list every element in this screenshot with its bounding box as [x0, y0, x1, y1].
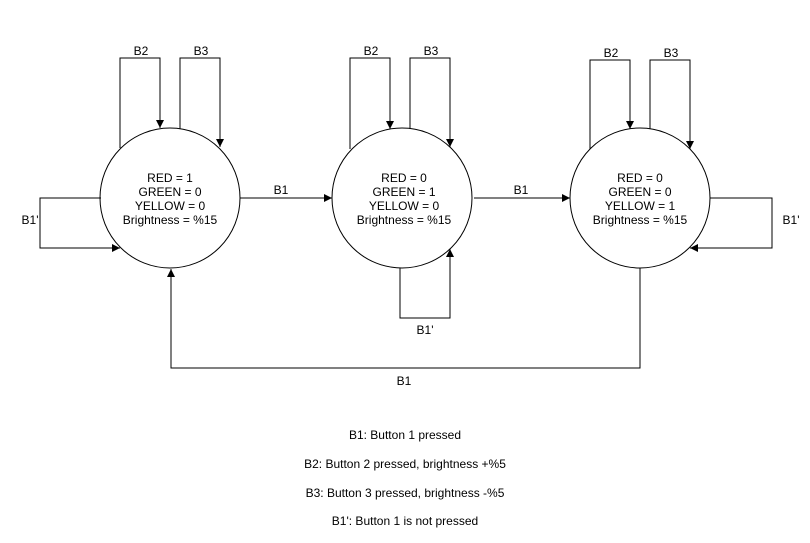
- s1-b1p-label: B1': [22, 213, 39, 227]
- legend-b2: B2: Button 2 pressed, brightness +%5: [304, 457, 506, 471]
- s1-b1p-loop: [39, 197, 120, 252]
- state-2-yellow: YELLOW = 0: [369, 199, 440, 213]
- s1-b2-loop: [119, 57, 164, 148]
- state-1-yellow: YELLOW = 0: [135, 199, 206, 213]
- state-1-green: GREEN = 0: [138, 185, 201, 199]
- state-3-green: GREEN = 0: [608, 185, 671, 199]
- state-2-red: RED = 0: [381, 171, 427, 185]
- state-1-brightness: Brightness = %15: [123, 213, 218, 227]
- state-2-green: GREEN = 1: [372, 185, 435, 199]
- legend-b3: B3: Button 3 pressed, brightness -%5: [305, 486, 505, 500]
- s3-b1p-loop: [690, 197, 773, 252]
- state-2-brightness: Brightness = %15: [357, 213, 452, 227]
- state-3-yellow: YELLOW = 1: [605, 199, 676, 213]
- s1-b3-loop: [179, 57, 224, 147]
- legend-b1: B1: Button 1 pressed: [348, 428, 462, 442]
- s2-b1p-loop: [399, 249, 454, 319]
- s2-b3-loop: [409, 57, 454, 147]
- s1-to-s2-label: B1: [274, 183, 289, 197]
- s3-b1p-label: B1': [783, 213, 800, 227]
- s1-b3-label: B3: [194, 44, 209, 58]
- legend-b1-prime: B1': Button 1 is not pressed: [331, 514, 479, 528]
- s2-b2-loop: [349, 57, 394, 149]
- s3-to-s1-label: B1: [397, 374, 412, 388]
- s3-b3-loop: [649, 59, 694, 149]
- s2-to-s3-label: B1: [514, 183, 529, 197]
- s3-to-s1-arrow: [167, 268, 641, 369]
- s3-b2-label: B2: [604, 46, 619, 60]
- s3-b2-loop: [589, 59, 634, 149]
- s3-b3-label: B3: [664, 46, 679, 60]
- state-1-red: RED = 1: [147, 171, 193, 185]
- s2-b2-label: B2: [364, 44, 379, 58]
- s2-b3-label: B3: [424, 44, 439, 58]
- s1-b2-label: B2: [134, 44, 149, 58]
- state-3-red: RED = 0: [617, 171, 663, 185]
- state-3-brightness: Brightness = %15: [593, 213, 688, 227]
- s2-b1p-label: B1': [417, 323, 434, 337]
